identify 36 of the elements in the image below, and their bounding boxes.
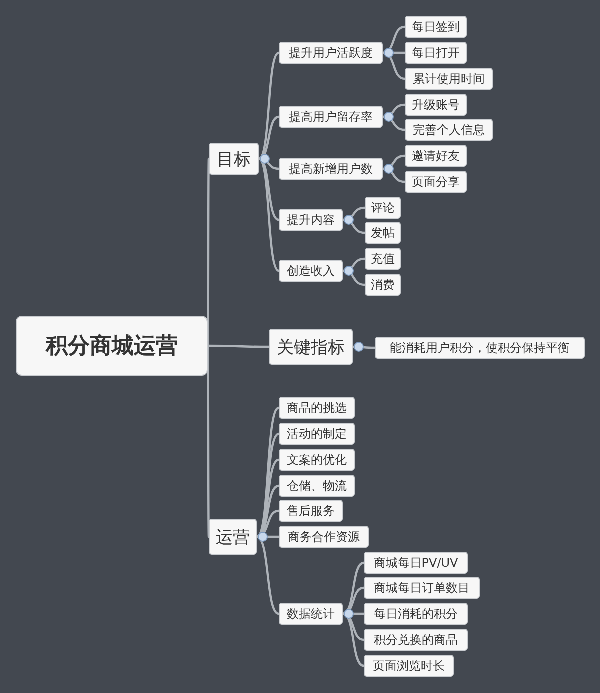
topic-box: 运营 [209,519,257,555]
topic-box: 发帖 [365,222,401,244]
topic-box: 提高用户留存率 [279,106,383,128]
topic-box: 提升用户活跃度 [279,42,383,64]
topic-box: 商城每日PV/UV [364,552,468,574]
topic-box: 评论 [365,197,401,219]
topic-box: 邀请好友 [405,145,467,167]
topic-box: 完善个人信息 [405,119,493,141]
topic-box: 创造收入 [279,260,343,282]
topic-box: 数据统计 [279,603,343,625]
topic-box: 升级账号 [405,94,467,116]
topic-box: 累计使用时间 [405,68,493,90]
topic-box: 提升内容 [279,209,343,231]
branch-line [208,344,269,348]
topic-box: 目标 [209,143,259,175]
topic-box: 仓储、物流 [279,475,355,497]
branch-line [206,346,210,538]
branch-line [206,158,210,346]
topic-box: 每日消耗的积分 [364,603,468,625]
topic-box: 充值 [365,248,401,270]
topic-box: 消费 [365,274,401,296]
central-topic-box: 积分商城运营 [16,316,208,376]
topic-box: 积分兑换的商品 [364,629,468,651]
topic-box: 页面分享 [405,171,467,193]
topic-box: 每日打开 [405,42,467,64]
topic-box: 关键指标 [269,329,353,365]
topic-box: 每日签到 [405,16,467,38]
topic-box: 文案的优化 [279,449,355,471]
topic-box: 能消耗用户积分，使积分保持平衡 [375,337,585,359]
topic-box: 商品的挑选 [279,397,355,419]
topic-box: 页面浏览时长 [364,655,454,677]
topic-box: 活动的制定 [279,423,355,445]
topic-box: 商务合作资源 [279,526,369,548]
topic-box: 提高新增用户数 [279,158,383,180]
topic-box: 商城每日订单数目 [364,577,480,599]
topic-box: 售后服务 [279,500,343,522]
